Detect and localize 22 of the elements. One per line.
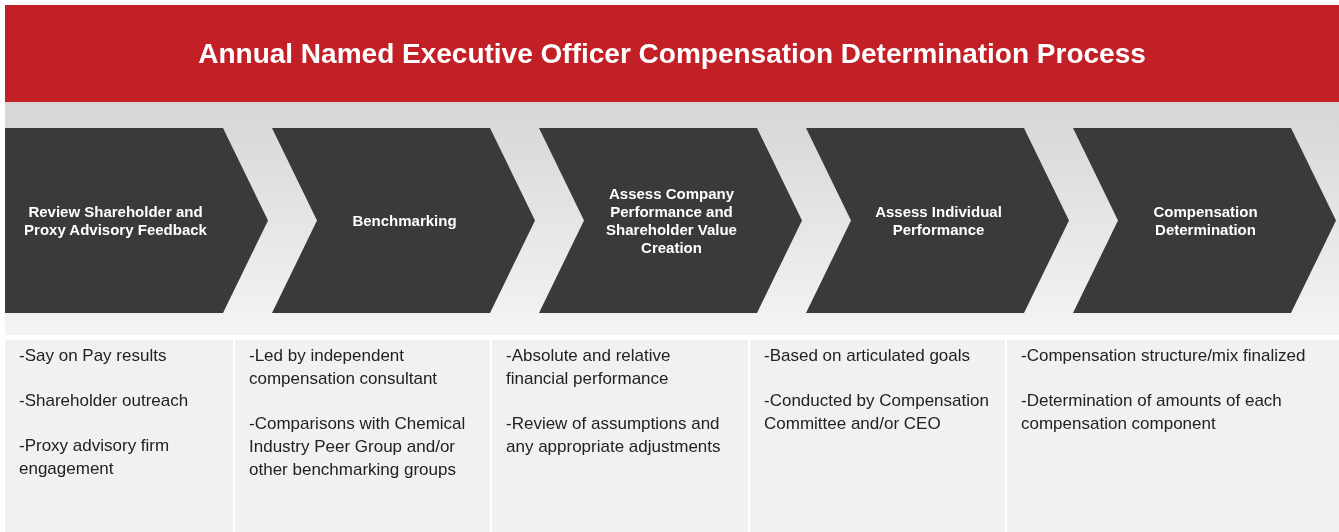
process-step — [806, 128, 1069, 313]
process-step — [5, 128, 268, 313]
bullet-text: -Shareholder outreach — [19, 390, 190, 412]
bullet-text: -Determination of amounts of each compensation component — [1021, 390, 1283, 435]
bullet-text: -Compensation structure/mix finalized — [1021, 345, 1307, 367]
bullet-text: -Based on articulated goals — [764, 345, 972, 367]
bullet-text: -Say on Pay results — [19, 345, 168, 367]
step-label: Review Shareholder and Proxy Advisory Feedback — [23, 202, 208, 239]
bullet-text: -Proxy advisory firm engagement — [19, 435, 171, 480]
process-step — [272, 128, 535, 313]
page-title: Annual Named Executive Officer Compensation Determination Process — [198, 37, 1146, 70]
process-step — [539, 128, 802, 313]
step-label: Assess Individual Performance — [874, 202, 1003, 239]
step-label: Compensation Determination — [1152, 202, 1259, 239]
process-step — [1073, 128, 1336, 313]
bullet-text: -Absolute and relative financial performance — [506, 345, 672, 390]
bullet-text: -Led by independent compensation consultant — [249, 345, 439, 390]
step-label: Benchmarking — [351, 211, 458, 230]
bullet-text: -Review of assumptions and any appropriate adjustments — [506, 413, 722, 458]
step-label: Assess Company Performance and Shareholder Value Creation — [605, 184, 738, 257]
bullet-text: -Comparisons with Chemical Industry Peer Group and/or other benchmarking groups — [249, 413, 467, 481]
bullet-text: -Conducted by Compensation Committee and/or CEO — [764, 390, 990, 435]
